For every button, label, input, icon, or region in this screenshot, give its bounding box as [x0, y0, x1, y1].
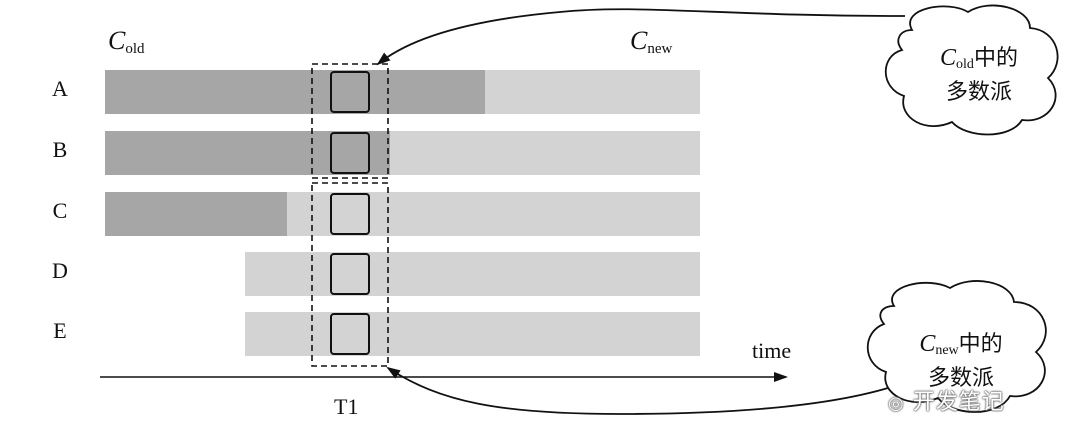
- new-config-bar-e: [245, 312, 700, 356]
- cloud-new-majority-text: Cnew中的 多数派: [919, 331, 1003, 391]
- t1-box-e: [330, 313, 370, 355]
- t1-box-d: [330, 253, 370, 295]
- old-majority-dashed-box: [311, 63, 389, 179]
- c-new-label: Cnew: [630, 26, 673, 57]
- row-label-a: A: [52, 76, 68, 101]
- old-config-bar-a: [105, 70, 485, 114]
- timeline-row-e: [245, 312, 700, 356]
- timeline-row-c: [105, 192, 700, 236]
- chat-bubble-icon: ◎: [888, 393, 905, 414]
- row-label-d: D: [52, 258, 68, 283]
- t1-box-b: [330, 132, 370, 174]
- t1-box-c: [330, 193, 370, 235]
- cloud-new-majority: [866, 280, 1047, 413]
- old-config-bar-c: [105, 192, 287, 236]
- row-label-e: E: [53, 318, 67, 343]
- row-label-b: B: [52, 137, 68, 162]
- c-old-label: Cold: [108, 26, 145, 57]
- arrow-to-new-majority: [386, 366, 889, 415]
- cloud-old-majority: [884, 4, 1059, 136]
- timeline-row-b: [105, 131, 700, 175]
- t1-box-a: [330, 71, 370, 113]
- arrow-to-old-majority: [376, 8, 906, 66]
- timeline-row-a: [105, 70, 700, 114]
- row-label-c: C: [52, 198, 68, 223]
- watermark: ◎ 开发笔记: [888, 390, 1005, 415]
- timeline-row-d: [245, 252, 700, 296]
- time-label: time: [752, 338, 792, 363]
- cloud-old-majority-text: Cold中的 多数派: [940, 45, 1018, 105]
- t1-label: T1: [334, 394, 359, 419]
- new-config-bar-d: [245, 252, 700, 296]
